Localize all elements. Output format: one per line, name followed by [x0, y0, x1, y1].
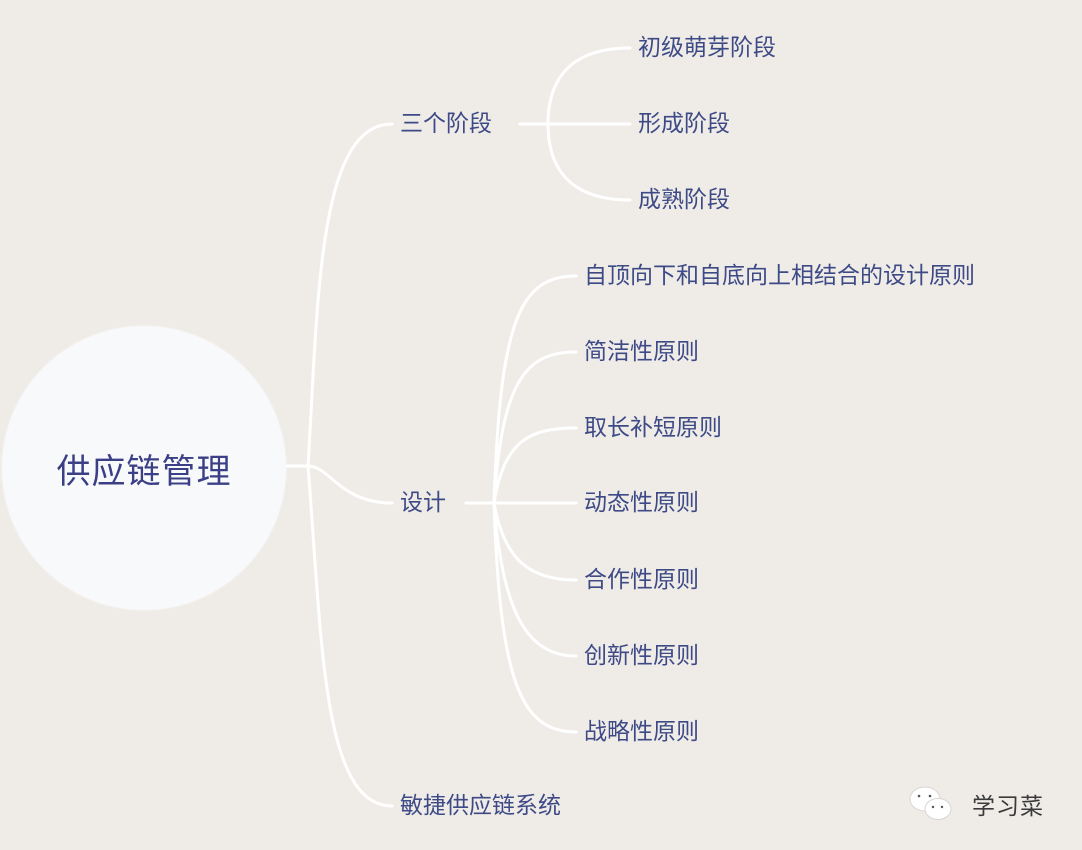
- leaf-node[interactable]: 动态性原则: [584, 490, 699, 516]
- leaf-node[interactable]: 取长补短原则: [584, 415, 722, 441]
- root-node-label: 供应链管理: [56, 451, 232, 492]
- leaf-node[interactable]: 创新性原则: [584, 643, 699, 669]
- leaf-node[interactable]: 合作性原则: [584, 567, 699, 593]
- watermark-text: 学习菜: [972, 794, 1044, 820]
- leaf-node[interactable]: 初级萌芽阶段: [638, 35, 776, 61]
- leaf-node[interactable]: 简洁性原则: [584, 339, 699, 365]
- leaf-node[interactable]: 战略性原则: [584, 719, 699, 745]
- root-node[interactable]: 供应链管理: [2, 326, 286, 610]
- branch-node-stages[interactable]: 三个阶段: [400, 111, 492, 137]
- branch-node-agile-supply-chain[interactable]: 敏捷供应链系统: [400, 793, 561, 819]
- leaf-node[interactable]: 成熟阶段: [638, 187, 730, 213]
- leaf-node[interactable]: 自顶向下和自底向上相结合的设计原则: [584, 263, 975, 289]
- branch-node-design[interactable]: 设计: [400, 490, 446, 516]
- watermark: 学习菜: [908, 784, 1044, 824]
- leaf-node[interactable]: 形成阶段: [638, 111, 730, 137]
- wechat-icon: [909, 786, 952, 820]
